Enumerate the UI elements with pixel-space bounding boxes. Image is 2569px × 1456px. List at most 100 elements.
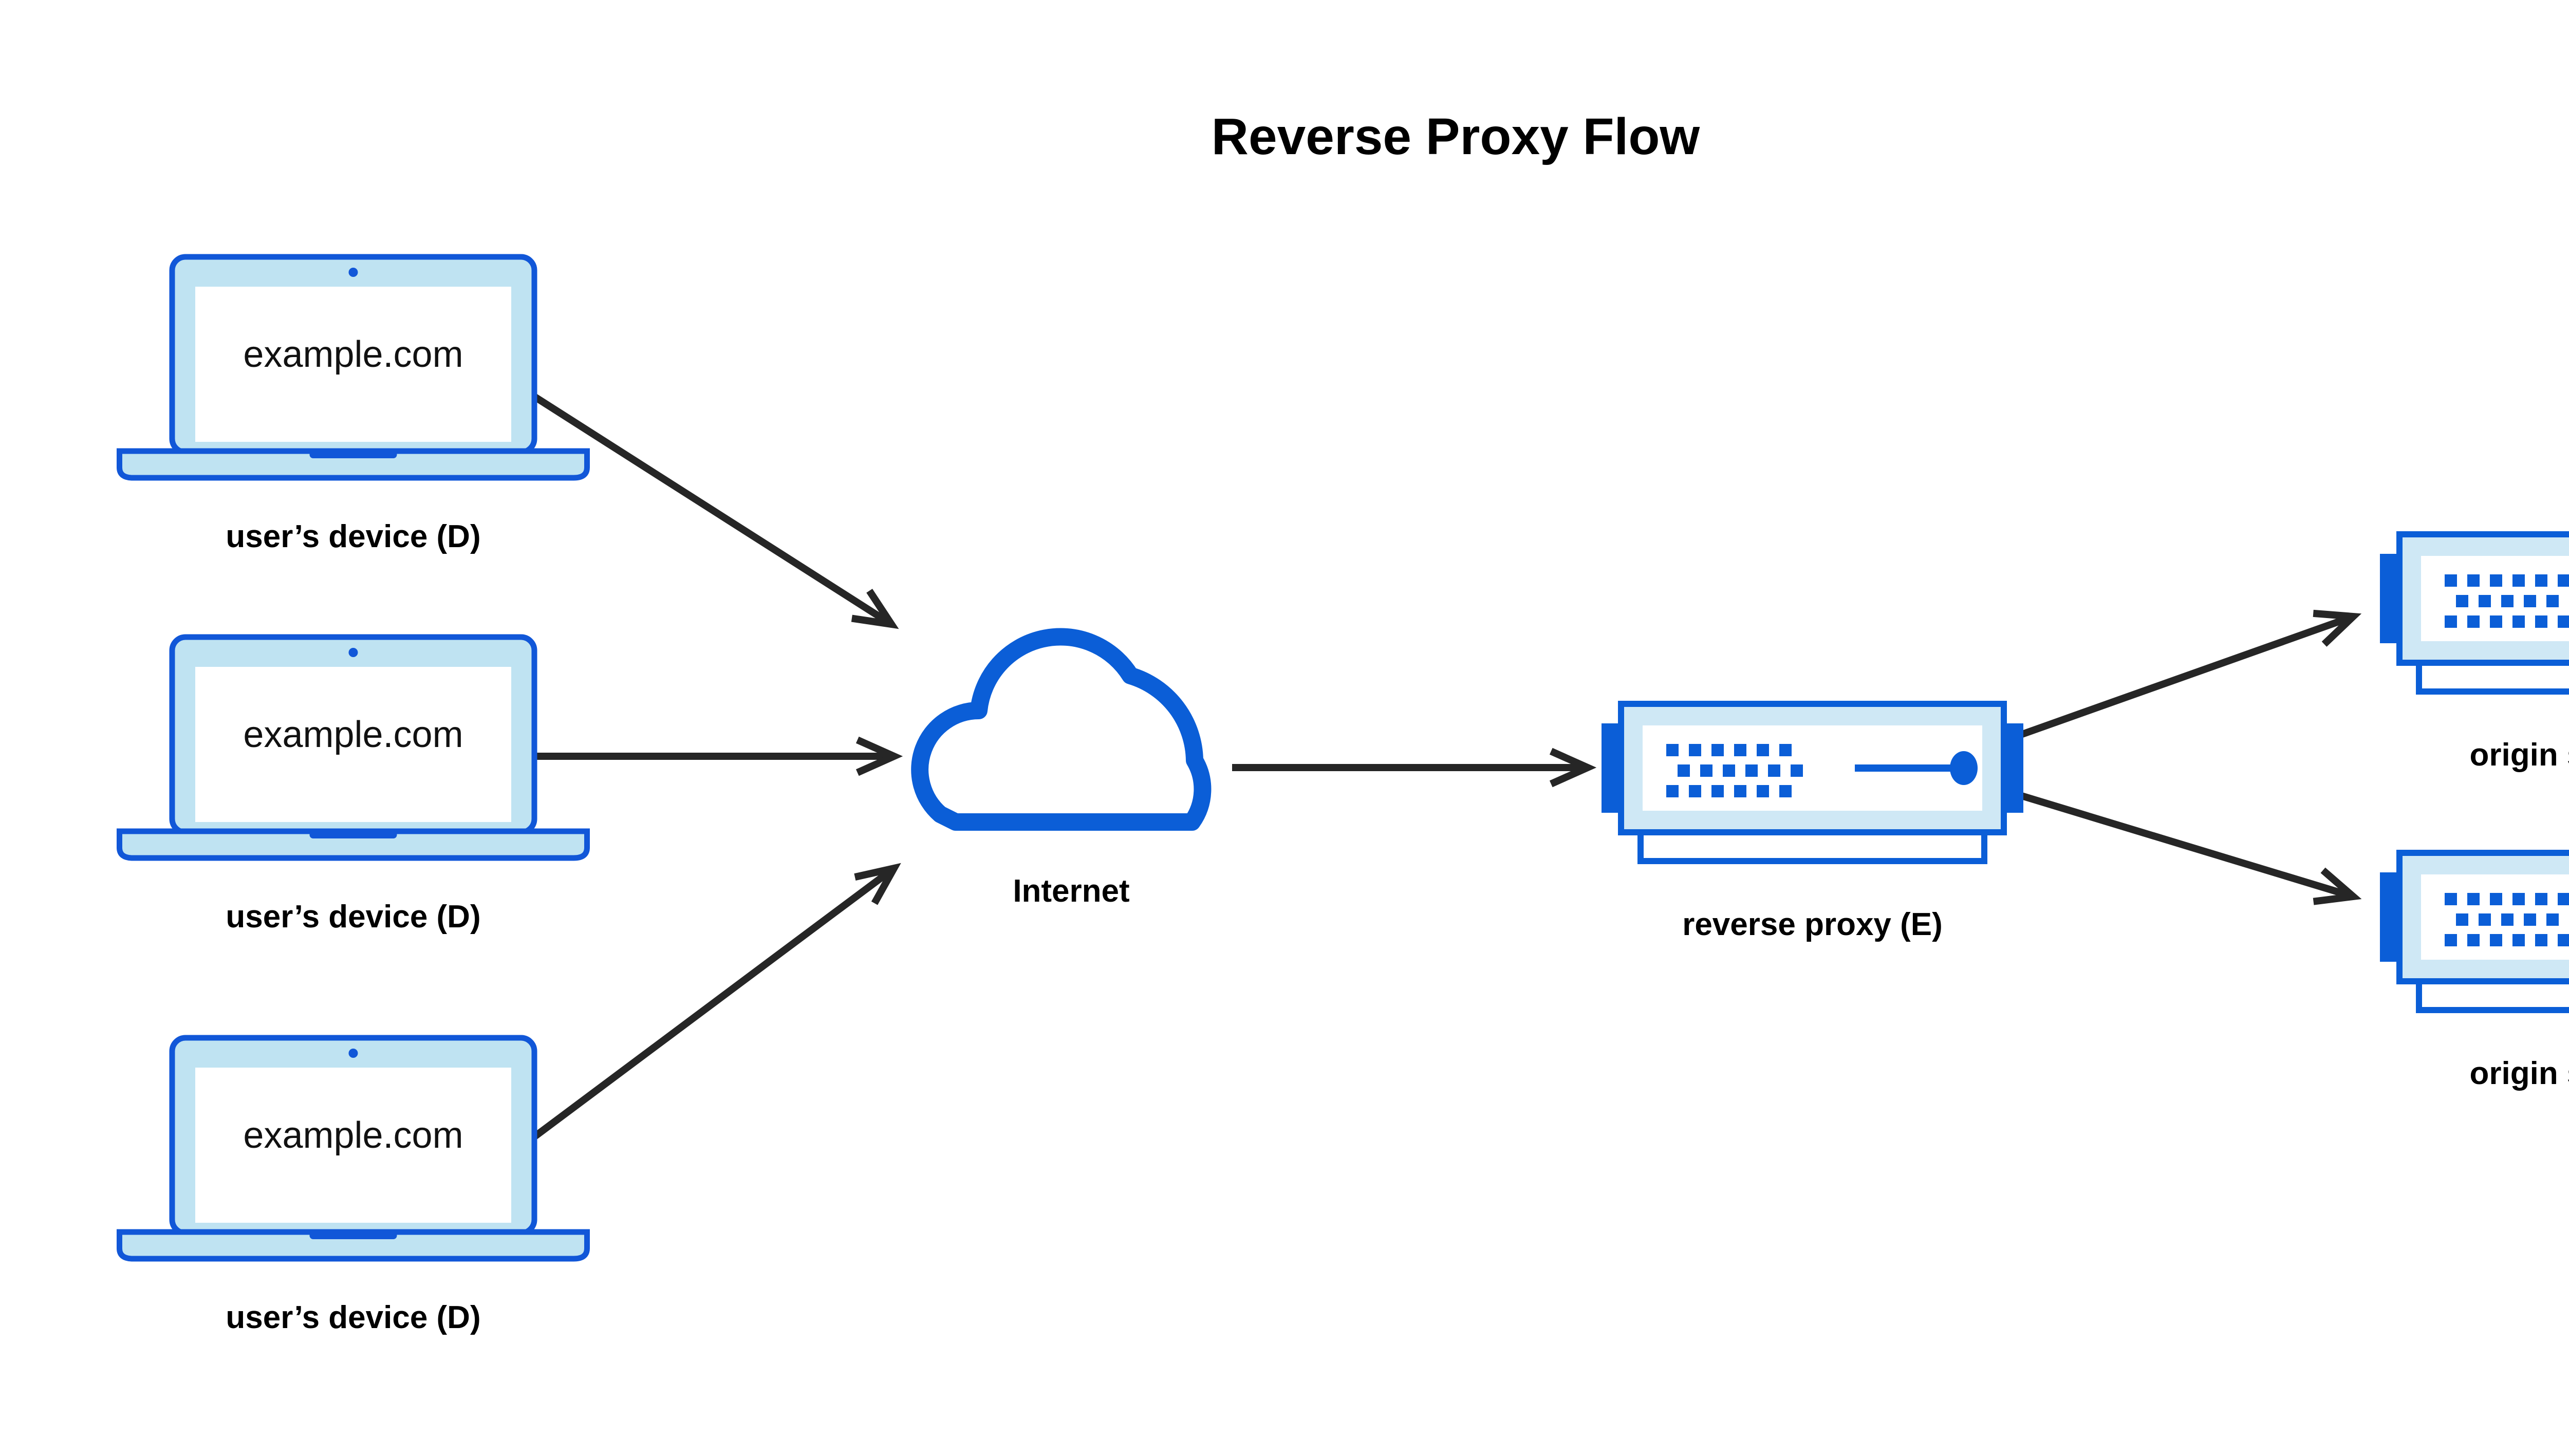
server-led <box>2558 893 2569 905</box>
arrow-right-icon <box>507 377 899 629</box>
server-led <box>1791 764 1803 777</box>
laptop-screen <box>195 287 511 442</box>
node-label: user’s device (D) <box>226 519 480 554</box>
laptop-camera-icon <box>348 268 358 277</box>
arrow-right-icon <box>2005 609 2362 743</box>
arrow-head <box>2313 609 2362 647</box>
server-led <box>2512 893 2525 905</box>
server-led <box>2490 893 2502 905</box>
server-led <box>2456 595 2468 607</box>
server-led <box>1666 744 1679 756</box>
laptop-screen-text: example.com <box>243 1115 463 1156</box>
server-led <box>2490 574 2502 587</box>
laptop-base <box>117 448 590 481</box>
laptop-base-notch <box>309 830 397 838</box>
server-led <box>2512 574 2525 587</box>
server-led <box>2445 615 2457 628</box>
server-led <box>1678 764 1690 777</box>
node-label: Internet <box>1013 873 1129 909</box>
server-led <box>2535 615 2547 628</box>
server-icon: origin server (F) <box>2380 531 2569 773</box>
arrow-right-icon <box>2005 788 2362 905</box>
edges-layer <box>505 377 2362 1159</box>
arrow-right-icon <box>505 736 903 776</box>
server-icon: reverse proxy (E) <box>1602 701 2023 942</box>
arrow-head <box>851 589 899 629</box>
laptop-base-notch <box>309 1231 397 1239</box>
server-led <box>2512 934 2525 946</box>
server-led <box>1757 785 1769 797</box>
cloud-icon: Internet <box>911 628 1212 909</box>
server-led <box>2546 913 2559 926</box>
node-label: origin server (F) <box>2470 737 2569 773</box>
server-led <box>2535 574 2547 587</box>
server-led <box>1700 764 1712 777</box>
server-led <box>2558 934 2569 946</box>
server-led <box>1734 785 1746 797</box>
page-title: Reverse Proxy Flow <box>1212 108 1700 165</box>
server-led <box>2479 913 2491 926</box>
node-label: origin server (F) <box>2470 1056 2569 1091</box>
server-led <box>1768 764 1780 777</box>
server-led <box>1666 785 1679 797</box>
laptop-screen <box>195 667 511 822</box>
server-led <box>2467 574 2480 587</box>
server-led <box>2467 934 2480 946</box>
server-led <box>1757 744 1769 756</box>
server-led <box>1779 744 1792 756</box>
server-led <box>1779 785 1792 797</box>
server-icon: origin server (F) <box>2380 850 2569 1091</box>
server-led <box>2456 913 2468 926</box>
arrow-right-icon <box>506 863 901 1159</box>
server-led <box>2546 595 2559 607</box>
server-status-line <box>1855 764 1960 772</box>
cloud-shape <box>911 628 1212 831</box>
node-label: user’s device (D) <box>226 899 480 935</box>
server-led <box>2467 615 2480 628</box>
server-led <box>2490 615 2502 628</box>
server-led <box>2558 574 2569 587</box>
laptop-base <box>117 1229 590 1262</box>
server-led <box>1689 744 1701 756</box>
laptop-camera-icon <box>348 648 358 657</box>
arrow-right-icon <box>1232 748 1597 788</box>
laptop-screen <box>195 1068 511 1223</box>
arrow-shaft <box>506 865 897 1159</box>
server-led <box>2467 893 2480 905</box>
laptop-base-notch <box>309 450 397 458</box>
server-led <box>2512 615 2525 628</box>
server-led <box>1734 744 1746 756</box>
server-led <box>1711 785 1724 797</box>
arrow-shaft <box>507 377 893 627</box>
server-led <box>2479 595 2491 607</box>
server-led <box>2524 595 2536 607</box>
server-led <box>2524 913 2536 926</box>
server-led <box>2501 913 2514 926</box>
server-led <box>2558 615 2569 628</box>
node-label: user’s device (D) <box>226 1300 480 1335</box>
arrow-head <box>1549 748 1597 788</box>
arrow-shaft <box>2005 788 2355 900</box>
laptop-icon: example.com user’s device (D) <box>117 634 590 935</box>
server-led <box>2445 893 2457 905</box>
server-led <box>2535 934 2547 946</box>
server-led <box>1689 785 1701 797</box>
server-led <box>1723 764 1735 777</box>
server-indicator-dot <box>1950 751 1978 785</box>
arrow-head <box>2313 867 2362 905</box>
laptop-camera-icon <box>348 1049 358 1058</box>
nodes-layer: example.com user’s device (D) example.com u… <box>117 254 2569 1335</box>
server-led <box>1745 764 1758 777</box>
arrow-head <box>854 863 901 905</box>
server-led <box>2445 574 2457 587</box>
server-led <box>1711 744 1724 756</box>
server-led <box>2501 595 2514 607</box>
server-led <box>2445 934 2457 946</box>
node-label: reverse proxy (E) <box>1682 907 1943 942</box>
laptop-screen-text: example.com <box>243 714 463 755</box>
laptop-icon: example.com user’s device (D) <box>117 1035 590 1335</box>
server-led <box>2490 934 2502 946</box>
